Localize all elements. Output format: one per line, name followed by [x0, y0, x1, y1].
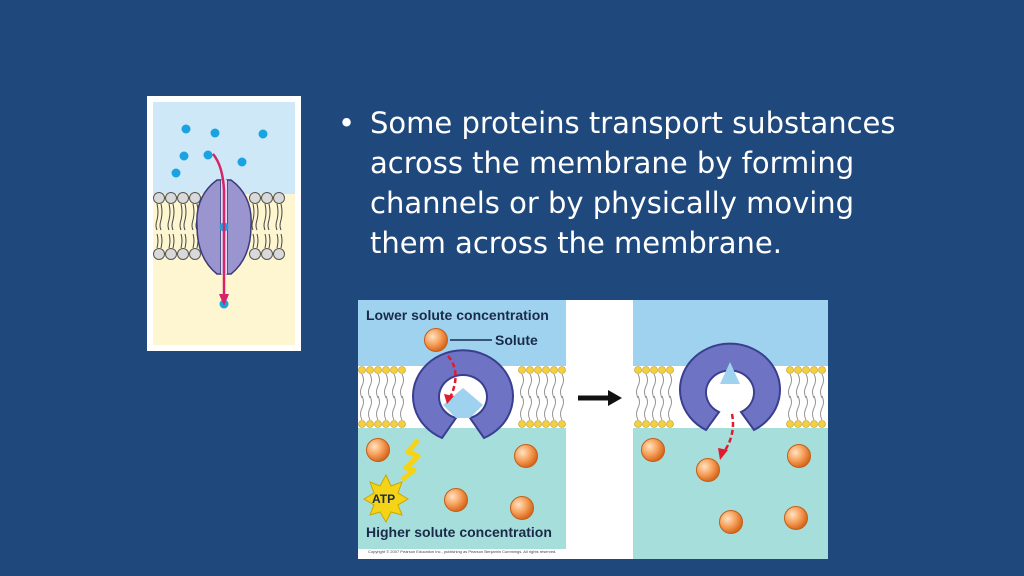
lower-concentration-label: Lower solute concentration — [366, 307, 549, 323]
active-transport-illustration: Lower solute concentration Solute ATP Hi… — [358, 300, 828, 559]
channel-protein-illustration — [153, 102, 295, 345]
atp-burst — [363, 473, 409, 524]
active-transport-figure: Lower solute concentration Solute ATP Hi… — [358, 300, 828, 559]
bullet-marker: • — [338, 106, 356, 140]
higher-concentration-label: Higher solute concentration — [366, 524, 552, 540]
bullet-text: Some proteins transport substances acros… — [370, 106, 896, 260]
pump-protein-released — [679, 342, 781, 432]
atp-label: ATP — [372, 492, 395, 506]
channel-protein-figure — [147, 96, 301, 351]
copyright-note: Copyright © 2007 Pearson Education Inc.,… — [368, 549, 556, 554]
pump-protein — [412, 349, 514, 440]
solute-label: Solute — [495, 332, 538, 348]
bullet-list: • Some proteins transport substances acr… — [338, 103, 898, 263]
bullet-item: • Some proteins transport substances acr… — [338, 103, 898, 263]
